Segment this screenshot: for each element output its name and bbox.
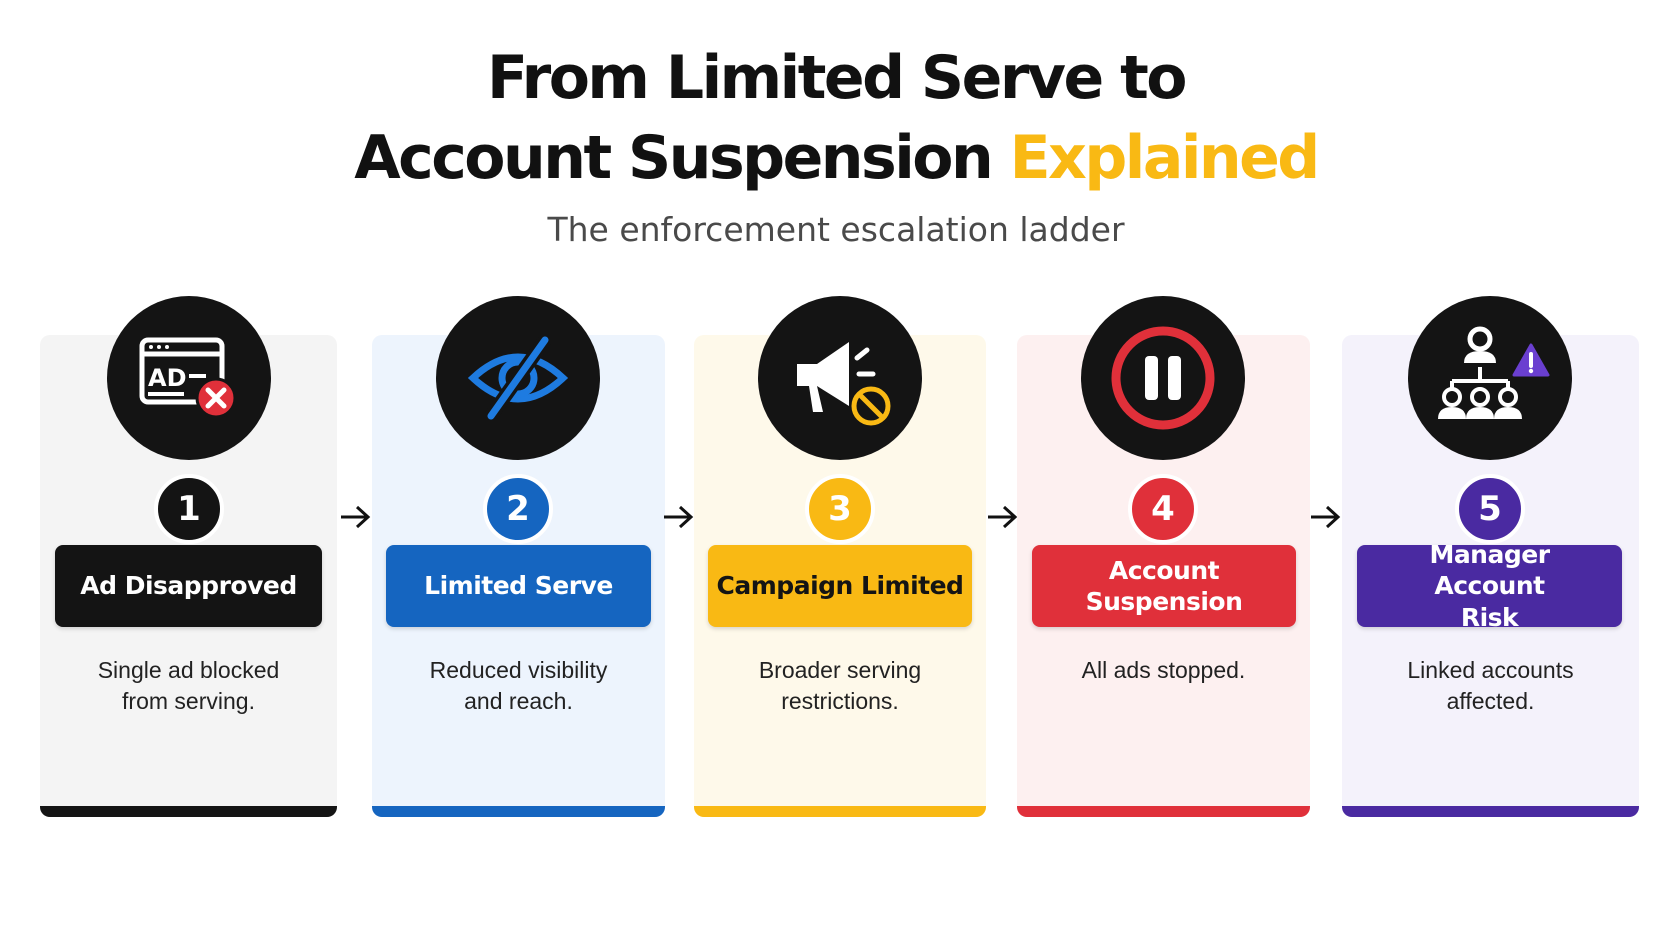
pause-icon: [1111, 326, 1215, 430]
step-2-label: Limited Serve: [386, 545, 651, 627]
svg-text:AD: AD: [148, 364, 187, 392]
step-1-icon-circle: AD: [107, 296, 271, 460]
arrow-right-icon: [1311, 505, 1341, 529]
card-accent-bar: [372, 806, 665, 817]
step-2-number-badge: 2: [483, 474, 553, 544]
step-4-number-badge: 4: [1128, 474, 1198, 544]
step-3-number-badge: 3: [805, 474, 875, 544]
eye-off-icon: [467, 335, 569, 421]
megaphone-blocked-icon: [797, 342, 891, 426]
card-accent-bar: [1342, 806, 1639, 817]
arrow-right-icon: [664, 505, 694, 529]
step-1-description: Single ad blocked from serving.: [97, 657, 280, 715]
card-accent-bar: [694, 806, 986, 817]
step-4-description: All ads stopped.: [1081, 657, 1246, 683]
step-1-label: Ad Disapproved: [55, 545, 322, 627]
step-3-icon-circle: [758, 296, 922, 460]
step-3-label: Campaign Limited: [708, 545, 972, 627]
arrow-right-icon: [341, 505, 371, 529]
ad-disapproved-icon: AD: [139, 337, 237, 419]
page-title-line-1: From Limited Serve to: [486, 43, 1188, 113]
step-1-number-badge: 1: [154, 474, 224, 544]
linked-accounts-warning-icon: [1438, 326, 1550, 419]
step-4-label: Account Suspension: [1032, 545, 1296, 627]
step-5-icon-circle: [1408, 296, 1572, 460]
page-title-line-2: Account Suspension Explained: [0, 128, 1672, 188]
step-5-number-badge: 5: [1455, 474, 1525, 544]
step-5-description: Linked accounts affected.: [1407, 657, 1574, 715]
step-4-icon-circle: [1081, 296, 1245, 460]
arrow-right-icon: [988, 505, 1018, 529]
title-main-text: Account Suspension: [354, 123, 994, 193]
card-accent-bar: [40, 806, 337, 817]
page-subtitle: The enforcement escalation ladder: [547, 210, 1125, 249]
card-accent-bar: [1017, 806, 1310, 817]
step-2-description: Reduced visibility and reach.: [429, 657, 608, 715]
step-3-description: Broader serving restrictions.: [758, 657, 922, 715]
step-2-icon-circle: [436, 296, 600, 460]
title-accent-text: Explained: [1009, 123, 1321, 193]
